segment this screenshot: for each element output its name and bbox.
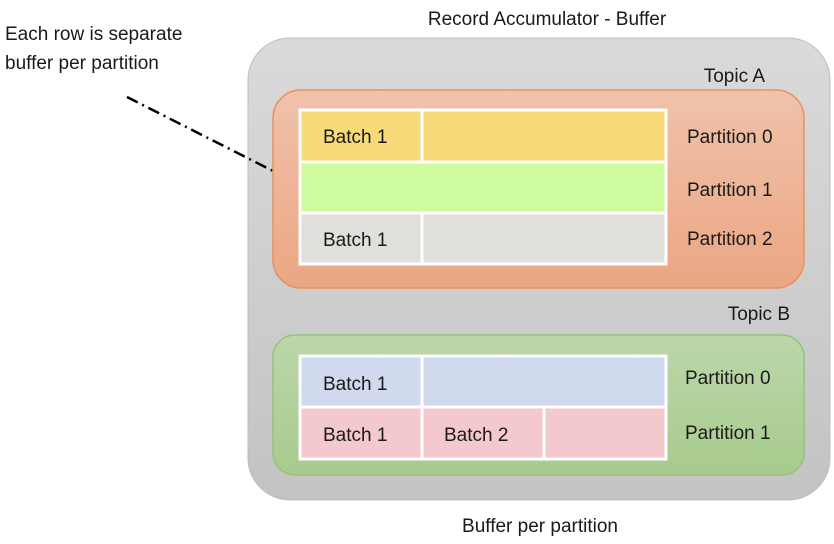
batch-label: Batch 2 (444, 425, 508, 446)
topic-a-buffer-table: Batch 1 Batch 1 (298, 108, 668, 266)
diagram-title: Record Accumulator - Buffer (428, 9, 667, 30)
topic-b-buffer-table: Batch 1 Batch 1 Batch 2 (298, 354, 668, 461)
annotation-line-1: Each row is separate (5, 24, 182, 45)
partition-label: Partition 0 (685, 368, 771, 389)
partition-label: Partition 1 (685, 423, 771, 444)
topic-b-row-1 (298, 405, 668, 461)
topic-b-label: Topic B (728, 304, 790, 325)
batch-label: Batch 1 (323, 374, 387, 395)
partition-label: Partition 2 (687, 229, 773, 250)
topic-b-row-0 (298, 354, 668, 409)
footer-caption: Buffer per partition (462, 516, 618, 537)
annotation-line-2: buffer per partition (5, 53, 159, 74)
topic-a-label: Topic A (704, 66, 766, 87)
annotation-pointer-line (126, 95, 284, 178)
partition-label: Partition 0 (687, 127, 773, 148)
batch-label: Batch 1 (323, 230, 387, 251)
topic-a-row-2 (298, 211, 668, 266)
topic-a-row-1 (298, 160, 668, 215)
batch-label: Batch 1 (323, 425, 387, 446)
batch-label: Batch 1 (323, 127, 387, 148)
partition-label: Partition 1 (687, 180, 773, 201)
topic-a-row-0 (298, 108, 668, 164)
